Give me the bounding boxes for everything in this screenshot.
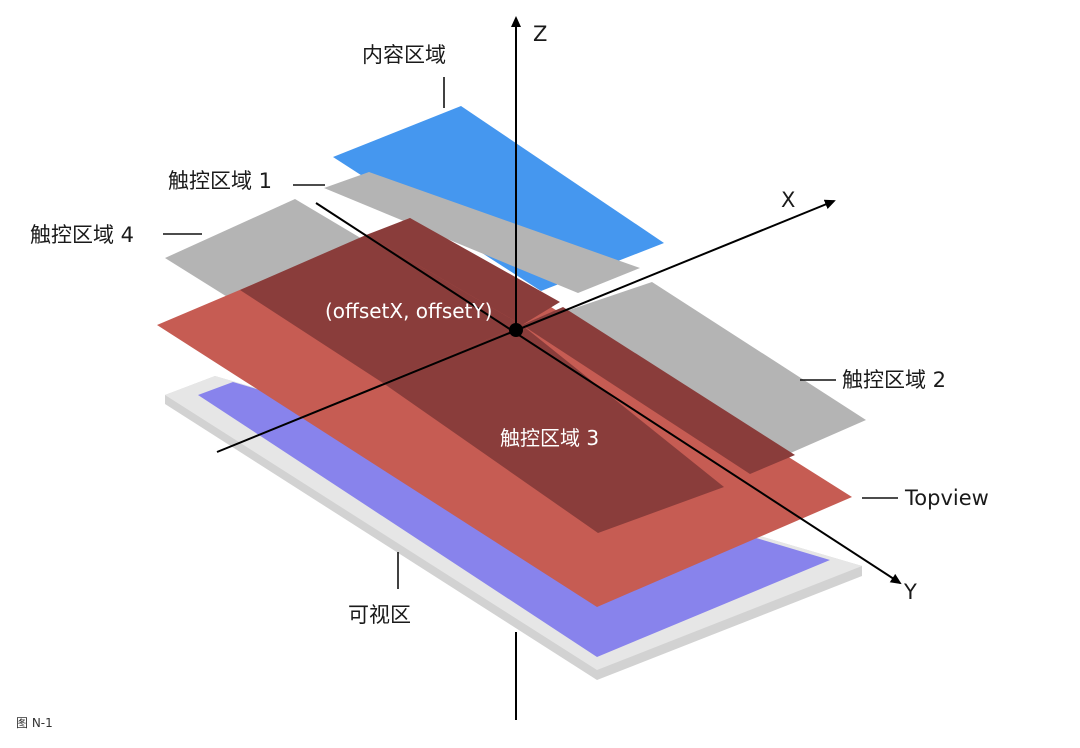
origin-label: (offsetX, offsetY) <box>325 299 492 323</box>
x-axis <box>216 199 836 453</box>
figure-caption: 图 N-1 <box>16 716 53 730</box>
touch-area-2-label: 触控区域 2 <box>842 368 946 392</box>
topview-label: Topview <box>904 486 989 510</box>
touch-area-4-label: 触控区域 4 <box>30 223 134 247</box>
z-axis-label: Z <box>533 22 547 46</box>
x-axis-label: X <box>781 188 795 212</box>
visible-area-label: 可视区 <box>348 603 411 627</box>
touch-area-3-label: 触控区域 3 <box>500 426 599 450</box>
touch-area-1-label: 触控区域 1 <box>168 169 272 193</box>
touch-area-3 <box>383 325 724 533</box>
content-area <box>333 106 664 291</box>
touch-area-2-overlap <box>522 307 795 474</box>
touch-area-1-overlap <box>366 218 560 325</box>
y-axis-label: Y <box>903 580 917 604</box>
origin-point <box>509 323 523 337</box>
touch-area-2 <box>525 282 866 462</box>
content-area-label: 内容区域 <box>362 43 446 67</box>
y-axis <box>315 202 902 585</box>
touch-area-4-overlap <box>240 235 522 383</box>
touch-area-1 <box>324 172 640 293</box>
